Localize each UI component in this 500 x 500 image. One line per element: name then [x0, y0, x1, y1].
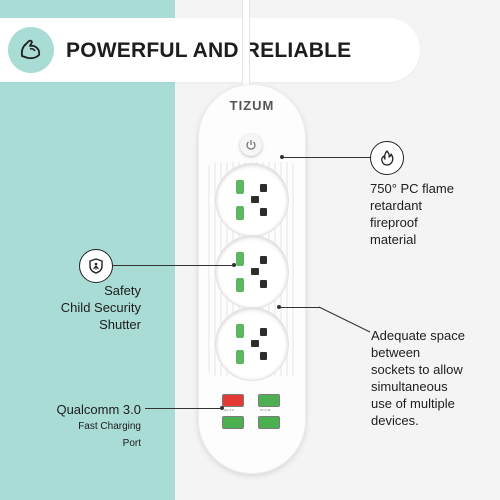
- usb-label-std: 5V 2.4A: [260, 408, 271, 412]
- callout-dot: [277, 305, 281, 309]
- socket-2: [216, 236, 288, 308]
- usb-callout-text: Qualcomm 3.0 Fast Charging Port: [56, 402, 141, 449]
- usb-panel: QC 3.0 5V 2.4A: [216, 392, 288, 438]
- shield-icon: [79, 249, 113, 283]
- callout-line: [145, 408, 221, 409]
- page-title: POWERFUL AND RELIABLE: [66, 39, 352, 62]
- usb-port: [222, 416, 244, 429]
- safety-callout-text: Safety Child Security Shutter: [60, 283, 141, 332]
- power-button: [240, 134, 262, 156]
- usb-label-qc: QC 3.0: [224, 408, 234, 412]
- brand-logo: TIZUM: [229, 98, 275, 113]
- callout-dot: [280, 155, 284, 159]
- usb-port: [258, 416, 280, 429]
- socket-1: [216, 164, 288, 236]
- spacing-callout-text: Adequate space between sockets to allow …: [371, 328, 465, 428]
- flame-callout-text: 750° PC flame retardant fireproof materi…: [370, 181, 454, 247]
- callout-line: [280, 307, 320, 308]
- header-banner: POWERFUL AND RELIABLE: [0, 18, 420, 82]
- power-icon: [246, 140, 256, 150]
- callout-line: [283, 157, 373, 158]
- callout-connector: [318, 306, 371, 333]
- flame-icon: [370, 141, 404, 175]
- callout-line: [113, 265, 233, 266]
- power-strip: TIZUM QC 3.0 5V 2.4A: [198, 84, 306, 474]
- callout-dot: [232, 263, 236, 267]
- qc-usb-port: [222, 394, 244, 407]
- flexed-arm-icon: [8, 27, 54, 73]
- socket-3: [216, 308, 288, 380]
- callout-dot: [220, 406, 224, 410]
- power-cord: [242, 0, 250, 92]
- usb-port: [258, 394, 280, 407]
